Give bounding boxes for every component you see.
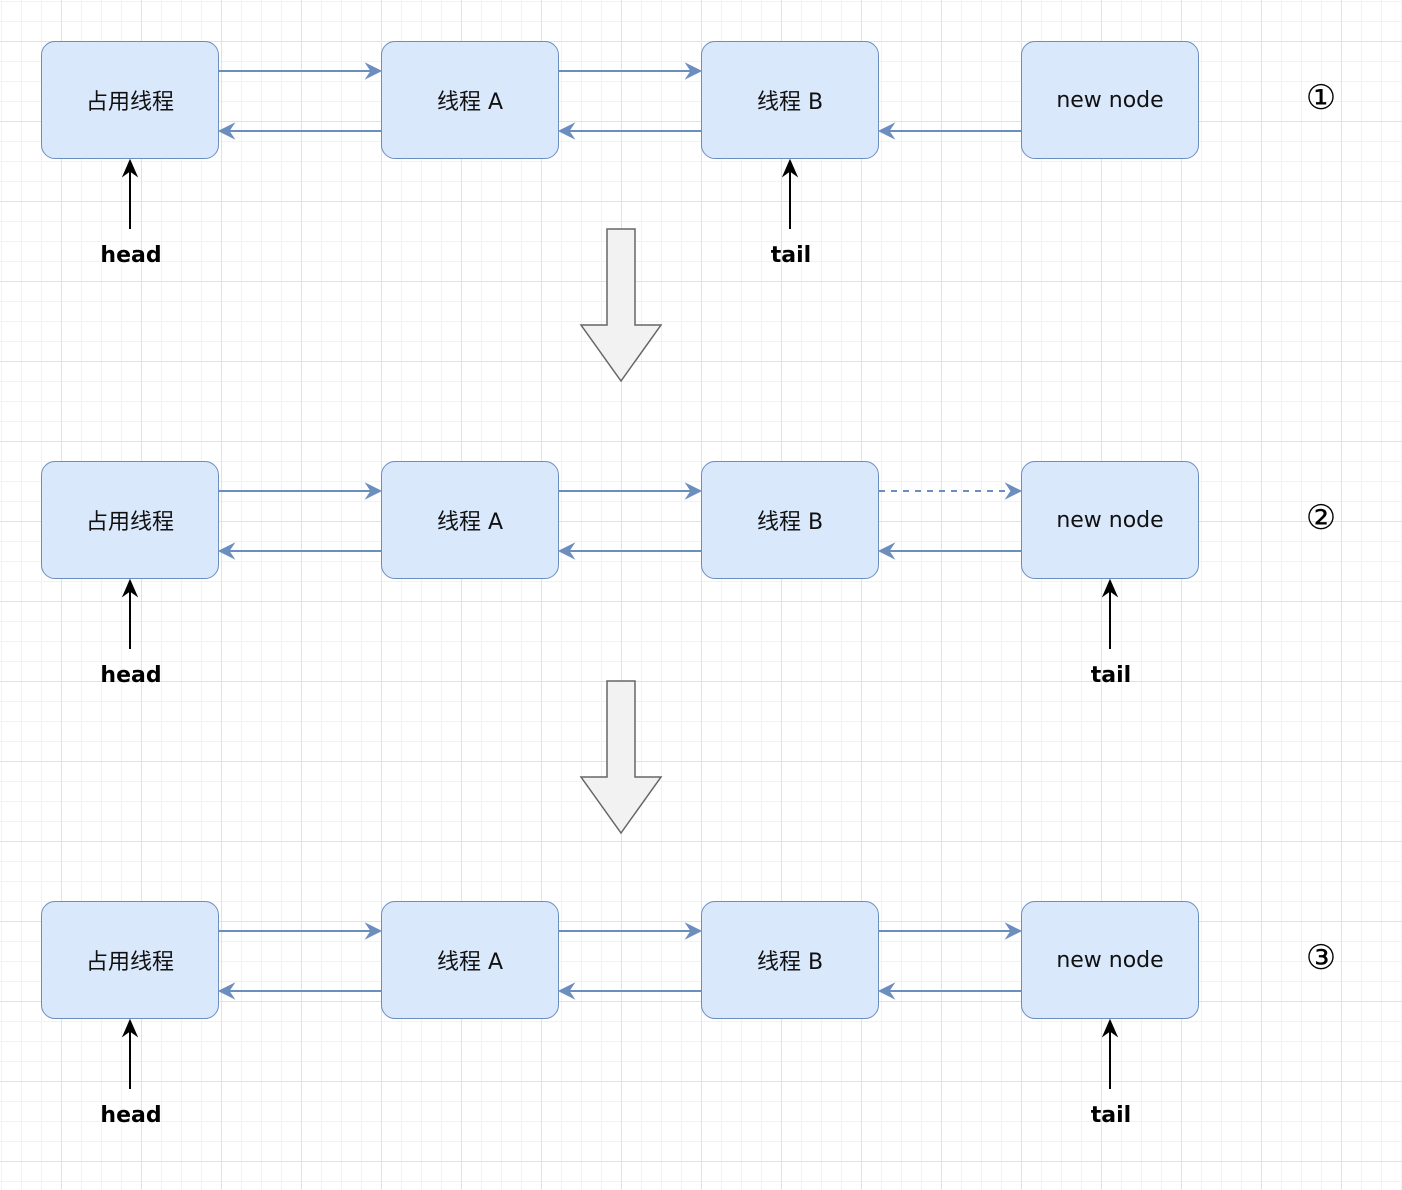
- arrowhead: [1101, 1018, 1119, 1038]
- node-thread-a[interactable]: 线程 A: [381, 901, 559, 1019]
- arrowhead: [684, 922, 703, 940]
- node-thread-b[interactable]: 线程 B: [701, 41, 879, 159]
- arrowhead: [121, 158, 139, 178]
- arrowhead: [1101, 578, 1119, 598]
- arrowhead: [364, 922, 383, 940]
- arrowhead: [1004, 482, 1023, 500]
- arrowhead: [781, 158, 799, 178]
- tail-label: tail: [1090, 663, 1132, 688]
- head-label: head: [100, 663, 162, 688]
- arrowhead: [217, 122, 236, 140]
- arrowhead: [877, 122, 896, 140]
- node-thread-b[interactable]: 线程 B: [701, 461, 879, 579]
- node-new-node[interactable]: new node: [1021, 461, 1199, 579]
- arrowhead: [364, 62, 383, 80]
- node-thread-b[interactable]: 线程 B: [701, 901, 879, 1019]
- arrowhead: [877, 982, 896, 1000]
- arrowhead: [557, 982, 576, 1000]
- down-arrow-icon: [579, 228, 663, 383]
- arrowhead: [877, 542, 896, 560]
- node-new-node[interactable]: new node: [1021, 901, 1199, 1019]
- arrowhead: [684, 62, 703, 80]
- down-arrow-icon: [579, 680, 663, 835]
- step-marker-3: ③: [1305, 938, 1337, 978]
- arrowhead: [121, 578, 139, 598]
- arrowhead: [121, 1018, 139, 1038]
- tail-label: tail: [1090, 1103, 1132, 1128]
- node-thread-a[interactable]: 线程 A: [381, 41, 559, 159]
- arrowhead: [1004, 922, 1023, 940]
- arrowhead: [557, 122, 576, 140]
- step-marker-2: ②: [1305, 498, 1337, 538]
- head-label: head: [100, 1103, 162, 1128]
- arrowhead: [684, 482, 703, 500]
- node-thread-a[interactable]: 线程 A: [381, 461, 559, 579]
- node-occupying-thread[interactable]: 占用线程: [41, 461, 219, 579]
- arrowhead: [217, 542, 236, 560]
- node-new-node[interactable]: new node: [1021, 41, 1199, 159]
- head-label: head: [100, 243, 162, 268]
- tail-label: tail: [770, 243, 812, 268]
- arrowhead: [364, 482, 383, 500]
- arrowhead: [217, 982, 236, 1000]
- node-occupying-thread[interactable]: 占用线程: [41, 41, 219, 159]
- step-marker-1: ①: [1305, 78, 1337, 118]
- node-occupying-thread[interactable]: 占用线程: [41, 901, 219, 1019]
- arrowhead: [557, 542, 576, 560]
